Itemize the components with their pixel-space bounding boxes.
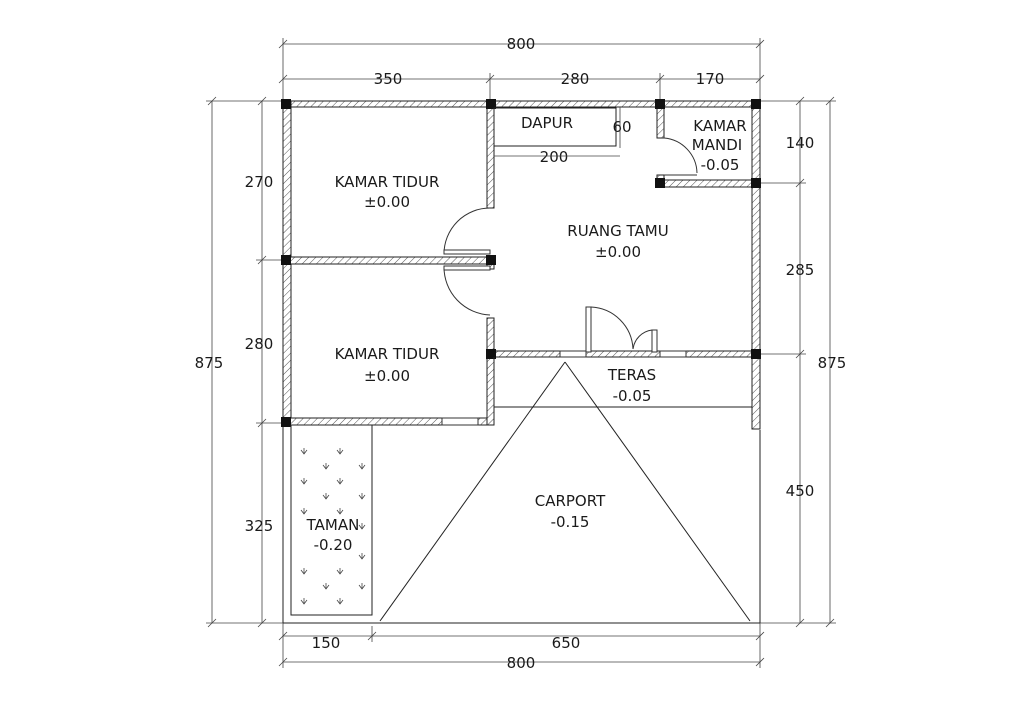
dim-left-bottom: 325 [245,517,274,535]
plant-symbol [336,508,344,515]
carport-name: CARPORT [535,492,606,510]
windows [441,350,687,426]
plant-symbol [358,583,366,590]
plant-symbol [336,598,344,605]
plant-symbol [300,478,308,485]
terrace-edge [493,357,752,408]
terrace-window-right [659,350,687,358]
garden-level: -0.20 [314,536,353,554]
plant-symbol [300,598,308,605]
bedroom-top-door [443,207,491,255]
dim-right-mid: 285 [786,261,815,279]
garden-name: TAMAN [306,516,360,534]
dim-right-total: 875 [818,354,847,372]
dim-right-bottom: 450 [786,482,815,500]
columns [281,99,761,427]
garden-plants [300,448,366,605]
plant-symbol [358,553,366,560]
dim-top-mid: 280 [561,70,590,88]
plant-symbol [300,508,308,515]
bedroom-top-name: KAMAR TIDUR [335,173,440,191]
dim-top-left: 350 [374,70,403,88]
plant-symbol [336,478,344,485]
carport-level: -0.15 [551,513,590,531]
dim-bottom-total: 800 [507,654,536,672]
terrace-window-left [559,350,587,358]
bathroom-name-line1: KAMAR [693,117,746,135]
dim-top-total: 800 [507,35,536,53]
bedroom-bottom-name: KAMAR TIDUR [335,345,440,363]
dim-top-right: 170 [696,70,725,88]
bathroom-door [663,137,698,176]
living-room-name: RUANG TAMU [567,222,668,240]
plant-symbol [358,523,366,530]
bathroom-level: -0.05 [701,156,740,174]
plant-symbol [322,463,330,470]
plant-symbol [300,568,308,575]
dim-left-mid: 280 [245,335,274,353]
doors [443,137,698,353]
carport-roof [379,361,751,622]
terrace-name: TERAS [607,366,656,384]
plant-symbol [358,463,366,470]
dim-left-total: 875 [195,354,224,372]
dim-kitchen-counter-depth: 60 [612,118,631,136]
plant-symbol [300,448,308,455]
plant-symbol [322,493,330,500]
plant-symbol [358,493,366,500]
terrace-level: -0.05 [613,387,652,405]
dim-left-top: 270 [245,173,274,191]
dim-kitchen-counter-length: 200 [540,148,569,166]
dimension-labels: 800 350 280 170 875 270 280 325 875 140 … [195,35,847,672]
plant-symbol [322,583,330,590]
bedroom-top-level: ±0.00 [364,193,410,211]
entrance-door [585,306,658,353]
living-room-level: ±0.00 [595,243,641,261]
kitchen-counter [493,107,621,157]
site-outline [282,423,761,624]
dimension-lines [206,38,836,668]
dim-bottom-left: 150 [312,634,341,652]
bedroom-bottom-door [443,265,491,316]
garden-bed [290,424,373,616]
dim-bottom-right: 650 [552,634,581,652]
bedroom-bottom-level: ±0.00 [364,367,410,385]
plant-symbol [336,568,344,575]
plant-symbol [336,448,344,455]
bedroom-window [441,417,479,426]
dim-right-top: 140 [786,134,815,152]
bathroom-name-line2: MANDI [692,136,742,154]
kitchen-name: DAPUR [521,114,573,132]
room-labels: KAMAR TIDUR ±0.00 KAMAR TIDUR ±0.00 DAPU… [306,114,747,554]
